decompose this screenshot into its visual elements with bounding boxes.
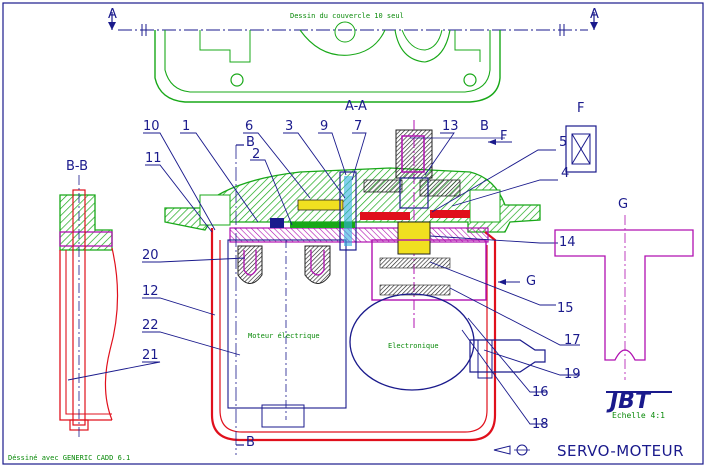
section-aa-title: A-A [345, 99, 367, 114]
motor-label: Moteur électrique [248, 332, 320, 340]
view-f-arrow-label: F [500, 129, 507, 144]
section-aa-view: A-A Moteur électrique [164, 99, 546, 455]
section-bb-view: B-B [59, 159, 119, 440]
drawing-title: SERVO-MOTEUR [557, 442, 684, 460]
view-f-title: F [577, 101, 584, 116]
callout-13: 13 [442, 119, 459, 134]
cadd-credit: Déssiné avec GENERIC CADD 6.1 [8, 454, 130, 462]
callout-16: 16 [532, 385, 549, 400]
callout-19: 19 [564, 367, 581, 382]
callout-11: 11 [145, 151, 162, 166]
cover-note: Dessin du couvercle 10 seul [290, 12, 404, 20]
company-logo: JBT [606, 389, 652, 414]
electronics-label: Electronique [388, 342, 439, 350]
scale-label: Echelle 4:1 [612, 411, 665, 420]
callout-12: 12 [142, 284, 159, 299]
title-block: Déssiné avec GENERIC CADD 6.1 Echelle 4:… [8, 389, 684, 462]
section-b-right-label: B [480, 119, 489, 134]
view-f: F [565, 101, 597, 173]
callout-2: 2 [252, 147, 260, 162]
view-g: G [554, 197, 694, 380]
callout-20: 20 [142, 248, 159, 263]
callout-numbers: 10 1 6 3 9 7 13 2 5 4 11 14 20 12 15 22 … [142, 119, 581, 432]
section-a-right-label: A [590, 7, 599, 22]
electronics-part [349, 293, 475, 391]
callout-3: 3 [285, 119, 293, 134]
motor-part [227, 239, 347, 409]
view-g-arrow-label: G [526, 274, 536, 289]
section-a-left-label: A [108, 7, 117, 22]
projection-symbol [493, 444, 530, 456]
callout-7: 7 [354, 119, 362, 134]
callout-15: 15 [557, 301, 574, 316]
callout-9: 9 [320, 119, 328, 134]
leader-lines [67, 132, 580, 425]
callout-6: 6 [245, 119, 253, 134]
section-bb-title: B-B [66, 159, 88, 174]
callout-10: 10 [143, 119, 160, 134]
callout-17: 17 [564, 333, 581, 348]
callout-22: 22 [142, 318, 159, 333]
section-b-top-label: B [246, 135, 255, 150]
cover-top-view: Dessin du couvercle 10 seul A A [108, 7, 599, 103]
view-g-title: G [618, 197, 628, 212]
callout-18: 18 [532, 417, 549, 432]
callout-5: 5 [559, 135, 567, 150]
housing-part [210, 228, 497, 442]
callout-4: 4 [561, 166, 569, 181]
callout-21: 21 [142, 348, 159, 363]
callout-1: 1 [182, 119, 190, 134]
section-b-bottom-label: B [246, 435, 255, 450]
callout-14: 14 [559, 235, 576, 250]
